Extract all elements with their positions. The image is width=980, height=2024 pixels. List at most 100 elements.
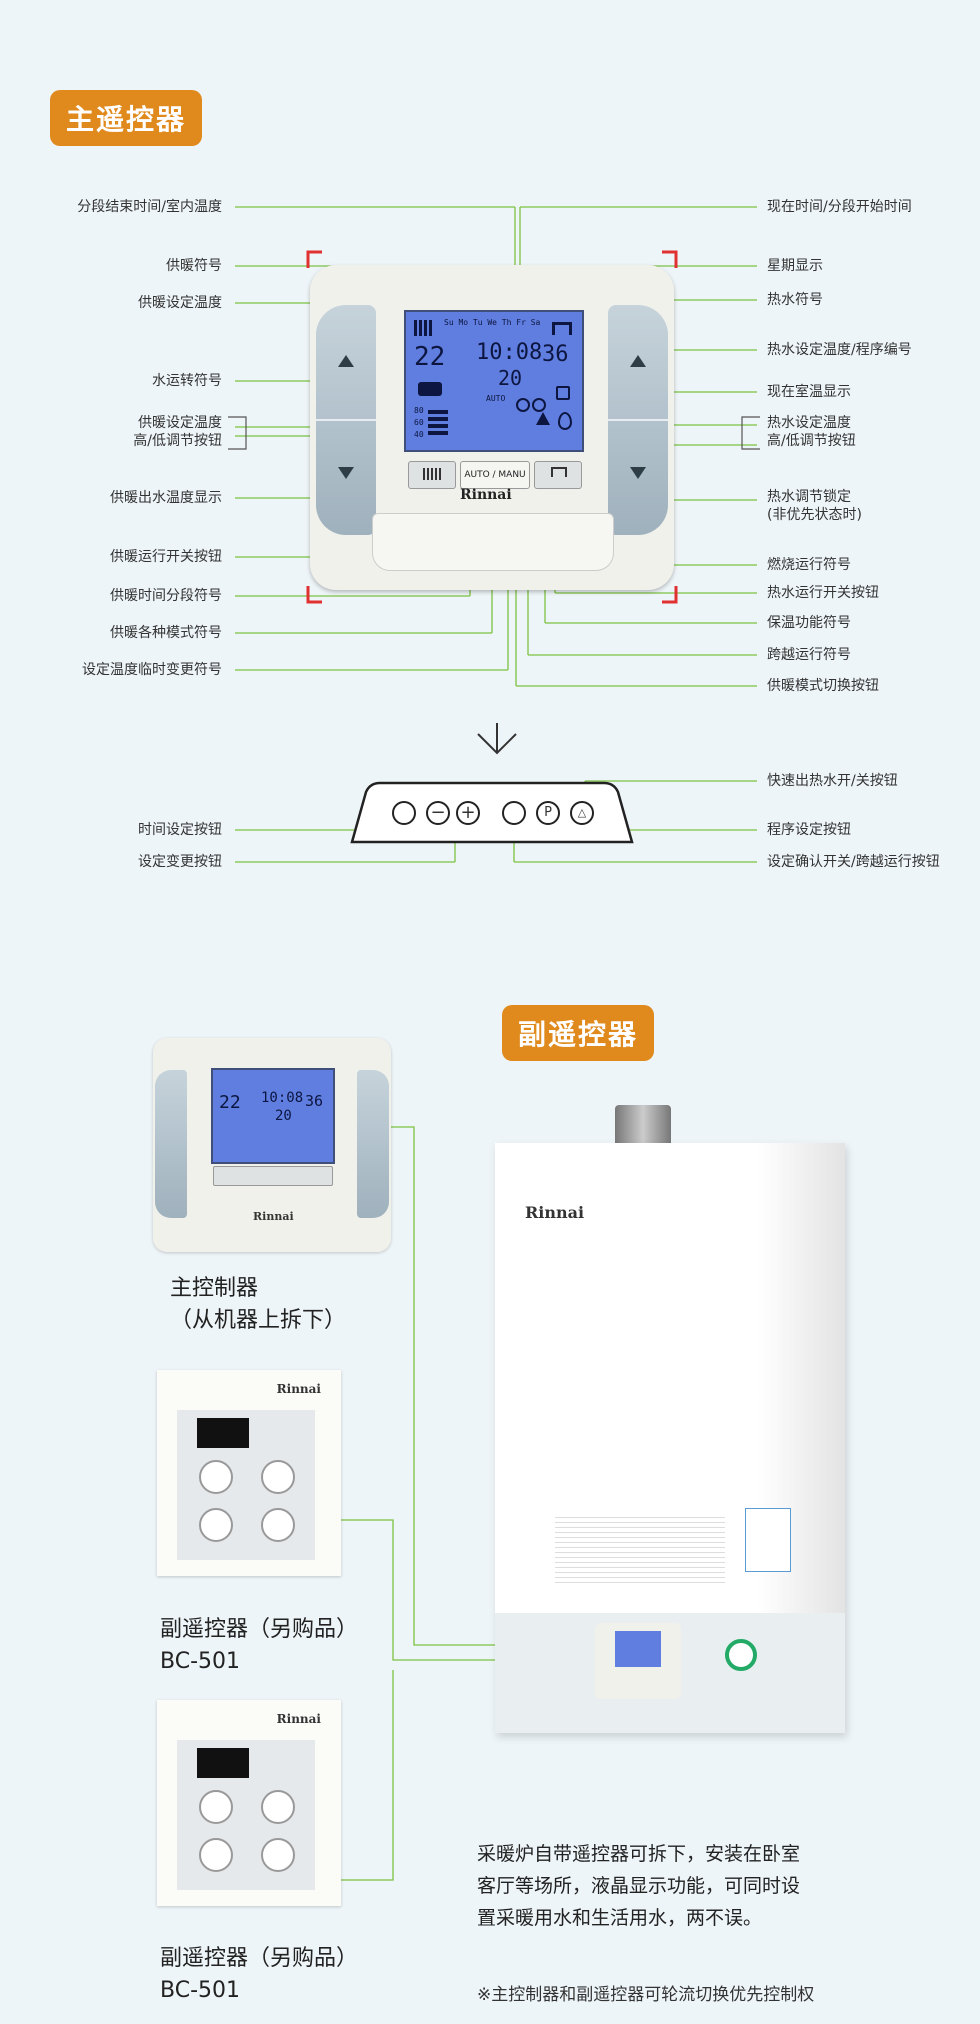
caption-line-2: BC-501 [160,1649,240,1674]
description-text: 采暖炉自带遥控器可拆下，安装在卧室 客厅等场所，液晶显示功能，可同时设 置采暖用… [477,1838,857,1934]
faucet-icon [552,322,572,335]
label-time-set-button: 时间设定按钮 [138,822,222,838]
caption-line-2: （从机器上拆下） [170,1308,347,1333]
label-temp-change-symbol: 设定温度临时变更符号 [82,662,222,678]
label-weekday: 星期显示 [767,258,823,274]
hot-water-up-button[interactable] [608,305,668,421]
label-segment-end-time: 分段结束时间/室内温度 [77,199,222,215]
lcd-water-temp: 36 [305,1092,324,1110]
hot-water-switch-button[interactable] [534,461,582,489]
up-button-icon[interactable] [199,1790,233,1824]
led-display [197,1418,249,1448]
led-display [197,1748,249,1778]
warning-text-block [555,1513,725,1583]
caption-line-1: 副遥控器（另购品） [160,1617,359,1642]
down-button-icon[interactable] [199,1838,233,1872]
label-skip-run-symbol: 跨越运行符号 [767,647,851,663]
left-rocker [155,1070,187,1218]
caption-line-2: BC-501 [160,1978,240,2003]
triangle-down-icon [338,467,354,479]
heating-switch-button[interactable] [408,461,456,489]
radiator-icon [423,468,441,480]
clock-button-icon[interactable] [392,801,416,825]
lcd-scale-80: 80 [414,406,424,415]
label-heating-mode-button: 供暖模式切换按钮 [767,678,879,694]
minus-button-icon[interactable]: − [426,801,450,825]
label-hot-water-switch-button: 热水运行开关按钮 [767,585,879,601]
lcd-scale-40: 40 [414,430,424,439]
label-water-run-symbol: 水运转符号 [152,373,222,389]
lcd-screen: Su Mo Tu We Th Fr Sa 22 10:08 36 20 AUTO… [404,310,584,452]
label-heating-symbol: 供暖符号 [166,258,222,274]
heating-mode-button[interactable]: AUTO / MANU [460,461,530,489]
flame-icon [558,412,572,430]
label-heating-set-temp: 供暖设定温度 [138,295,222,311]
radiator-icon [414,320,432,336]
label-hot-water-adjust-buttons: 热水设定温度 高/低调节按钮 [767,415,856,449]
label-room-temp: 现在室温显示 [767,384,851,400]
button-row [213,1166,333,1186]
description-line-1: 采暖炉自带遥控器可拆下，安装在卧室 [477,1843,801,1865]
lcd-room-temp: 20 [275,1108,292,1124]
section-title-sub-remote: 副遥控器 [502,1005,655,1061]
lcd-room-temp: 20 [498,366,523,390]
label-heating-outlet-temp: 供暖出水温度显示 [110,490,222,506]
lcd-weekdays: Su Mo Tu We Th Fr Sa [444,318,541,327]
remote-lid [372,513,614,571]
rinnai-logo: Rinnai [525,1203,585,1222]
label-current-time: 现在时间/分段开始时间 [767,199,912,215]
pressure-gauge [725,1639,757,1671]
label-keep-warm-symbol: 保温功能符号 [767,615,851,631]
caption-sub-remote-1: 副遥控器（另购品） BC-501 [160,1614,358,1678]
label-heating-mode-symbol: 供暖各种模式符号 [110,625,222,641]
triangle-down-icon [630,467,646,479]
main-remote-device: Su Mo Tu We Th Fr Sa 22 10:08 36 20 AUTO… [310,265,674,590]
function-button-icon[interactable] [261,1790,295,1824]
skip-run-icon [532,398,546,412]
label-combustion-symbol: 燃烧运行符号 [767,557,851,573]
boiler-flue [615,1105,671,1147]
rinnai-logo: Rinnai [253,1210,294,1223]
heating-bars-icon [428,410,448,438]
label-hot-water-symbol: 热水符号 [767,292,823,308]
label-heating-adjust-buttons: 供暖设定温度 高/低调节按钮 [133,415,222,449]
description-line-2: 客厅等场所，液晶显示功能，可同时设 [477,1875,801,1897]
panel-outline [350,781,634,844]
power-button-icon[interactable] [261,1838,295,1872]
lcd-scale-60: 60 [414,418,424,427]
label-heating-time-segment: 供暖时间分段符号 [110,588,222,604]
caption-line-1: 副遥控器（另购品） [160,1946,359,1971]
quick-hot-water-button-icon[interactable]: △ [570,801,594,825]
hot-water-down-button[interactable] [608,421,668,535]
section-title-main-remote: 主遥控器 [50,90,203,146]
lock-icon [556,386,570,400]
warning-icon [536,412,550,425]
rinnai-logo: Rinnai [460,487,512,503]
caption-main-controller: 主控制器 （从机器上拆下） [170,1273,346,1337]
lcd-time: 10:08 [476,340,543,365]
main-controller-photo: 22 10:08 36 20 Rinnai [153,1038,391,1252]
sub-remote-bc501-1: Rinnai [157,1370,341,1576]
triangle-up-icon [630,355,646,367]
heating-up-button[interactable] [316,305,376,421]
down-button-icon[interactable] [199,1508,233,1542]
label-heating-switch-button: 供暖运行开关按钮 [110,549,222,565]
confirm-skip-button-icon[interactable] [502,801,526,825]
lcd-screen-mini [615,1631,661,1667]
boiler-unit: Rinnai [495,1143,845,1733]
up-button-icon[interactable] [199,1460,233,1494]
plus-button-icon[interactable]: + [456,801,480,825]
lcd-time: 10:08 [261,1090,304,1106]
label-confirm-skip-button: 设定确认开关/跨越运行按钮 [767,854,940,870]
lcd-screen-small: 22 10:08 36 20 [211,1068,335,1164]
water-run-icon [418,382,442,396]
power-button-icon[interactable] [261,1508,295,1542]
boiler-control-panel [595,1623,681,1699]
heating-down-button[interactable] [316,421,376,535]
right-rocker [357,1070,389,1218]
label-hot-water-set-temp: 热水设定温度/程序编号 [767,342,912,358]
function-button-icon[interactable] [261,1460,295,1494]
label-sticker [745,1508,791,1572]
label-hot-water-lock: 热水调节锁定 (非优先状态时) [767,489,862,523]
program-button-icon[interactable]: P [536,801,560,825]
